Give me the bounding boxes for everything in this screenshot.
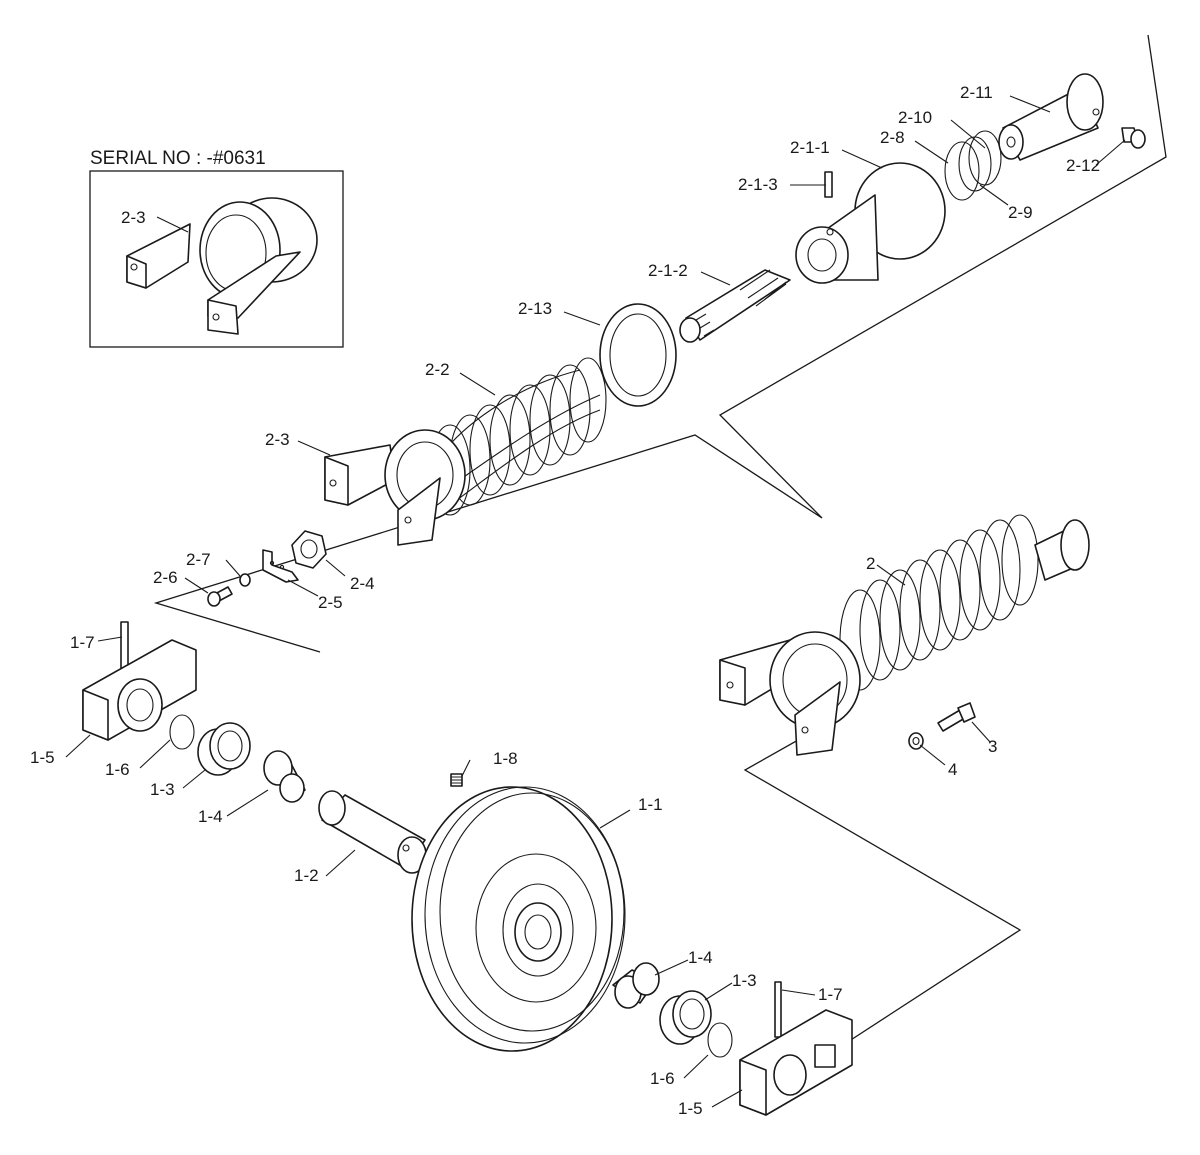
part-1-2-shaft [318, 790, 427, 874]
label-3: 3 [988, 737, 997, 756]
inset-bracket-2-3 [126, 197, 318, 335]
part-2-8-2-9-2-10-rings [944, 130, 1002, 201]
label-1-5-left: 1-5 [30, 748, 55, 767]
label-1-7-right: 1-7 [818, 985, 843, 1004]
part-3-bolt [937, 702, 976, 732]
part-1-3-seal-left [197, 722, 251, 776]
part-2-6-bolt [207, 586, 233, 607]
label-2-5: 2-5 [318, 593, 343, 612]
part-1-1-idler-wheel [411, 786, 626, 1052]
part-2-1-3-pin [824, 171, 833, 198]
part-2-4-nut [291, 530, 327, 569]
callout-boundaries [153, 34, 1167, 1061]
label-2-13: 2-13 [518, 299, 552, 318]
label-2-11: 2-11 [960, 83, 993, 102]
part-2-13-ring [599, 303, 677, 407]
part-2-1-1-collar [795, 162, 946, 284]
part-2-12-bolt [1121, 127, 1146, 149]
part-1-7-pin-right [774, 981, 782, 1038]
inset-frame [89, 170, 344, 348]
label-1-8: 1-8 [493, 749, 518, 768]
part-1-6-oring-right [707, 1022, 733, 1058]
part-2-3-bracket [324, 429, 466, 546]
label-1-2: 1-2 [294, 866, 319, 885]
label-2-1-2: 2-1-2 [648, 261, 688, 280]
label-2-8: 2-8 [880, 128, 905, 147]
label-2-7: 2-7 [186, 550, 211, 569]
label-1-7-left: 1-7 [70, 633, 95, 652]
part-1-5-bracket-left [82, 639, 197, 741]
part-1-6-oring-left [169, 714, 195, 750]
label-2-1-1: 2-1-1 [790, 138, 830, 157]
label-4: 4 [948, 760, 957, 779]
label-2-3-inset: 2-3 [121, 208, 146, 227]
part-1-8-plug [450, 773, 463, 787]
label-2-3: 2-3 [265, 430, 290, 449]
label-2: 2 [866, 554, 875, 573]
part-2-1-2-rod [679, 269, 791, 343]
label-2-2: 2-2 [425, 360, 450, 379]
part-4-washer [908, 732, 924, 750]
part-labels: 2-11 2-10 2-8 2-1-1 2-1-3 2-12 2-9 2-1-2… [30, 83, 1100, 1118]
label-1-3-left: 1-3 [150, 780, 175, 799]
label-2-1-3: 2-1-3 [738, 175, 778, 194]
part-1-4-bushing-right [612, 962, 660, 1009]
serial-inset: SERIAL NO : -#0631 2-3 [89, 148, 344, 348]
label-1-6-left: 1-6 [105, 760, 130, 779]
label-1-6-right: 1-6 [650, 1069, 675, 1088]
part-2-11-pin [998, 73, 1104, 161]
label-1-4-right: 1-4 [688, 948, 713, 967]
part-1-4-bushing-left [263, 750, 306, 803]
part-2-7-washer [239, 573, 251, 587]
leader-lines [65, 95, 1126, 1108]
part-2-assembly [719, 514, 1090, 756]
part-2-5-lock-plate [262, 549, 299, 583]
label-2-10: 2-10 [898, 108, 932, 127]
part-1-5-bracket-right [739, 1009, 853, 1116]
part-1-3-seal-right [659, 990, 712, 1045]
label-1-4-left: 1-4 [198, 807, 223, 826]
label-1-3-right: 1-3 [732, 971, 757, 990]
label-2-6: 2-6 [153, 568, 178, 587]
label-2-4: 2-4 [350, 574, 375, 593]
label-2-9: 2-9 [1008, 203, 1033, 222]
label-2-12: 2-12 [1066, 156, 1100, 175]
label-1-5-right: 1-5 [678, 1099, 703, 1118]
label-1-1: 1-1 [638, 795, 663, 814]
serial-number-text: SERIAL NO : -#0631 [90, 148, 266, 169]
